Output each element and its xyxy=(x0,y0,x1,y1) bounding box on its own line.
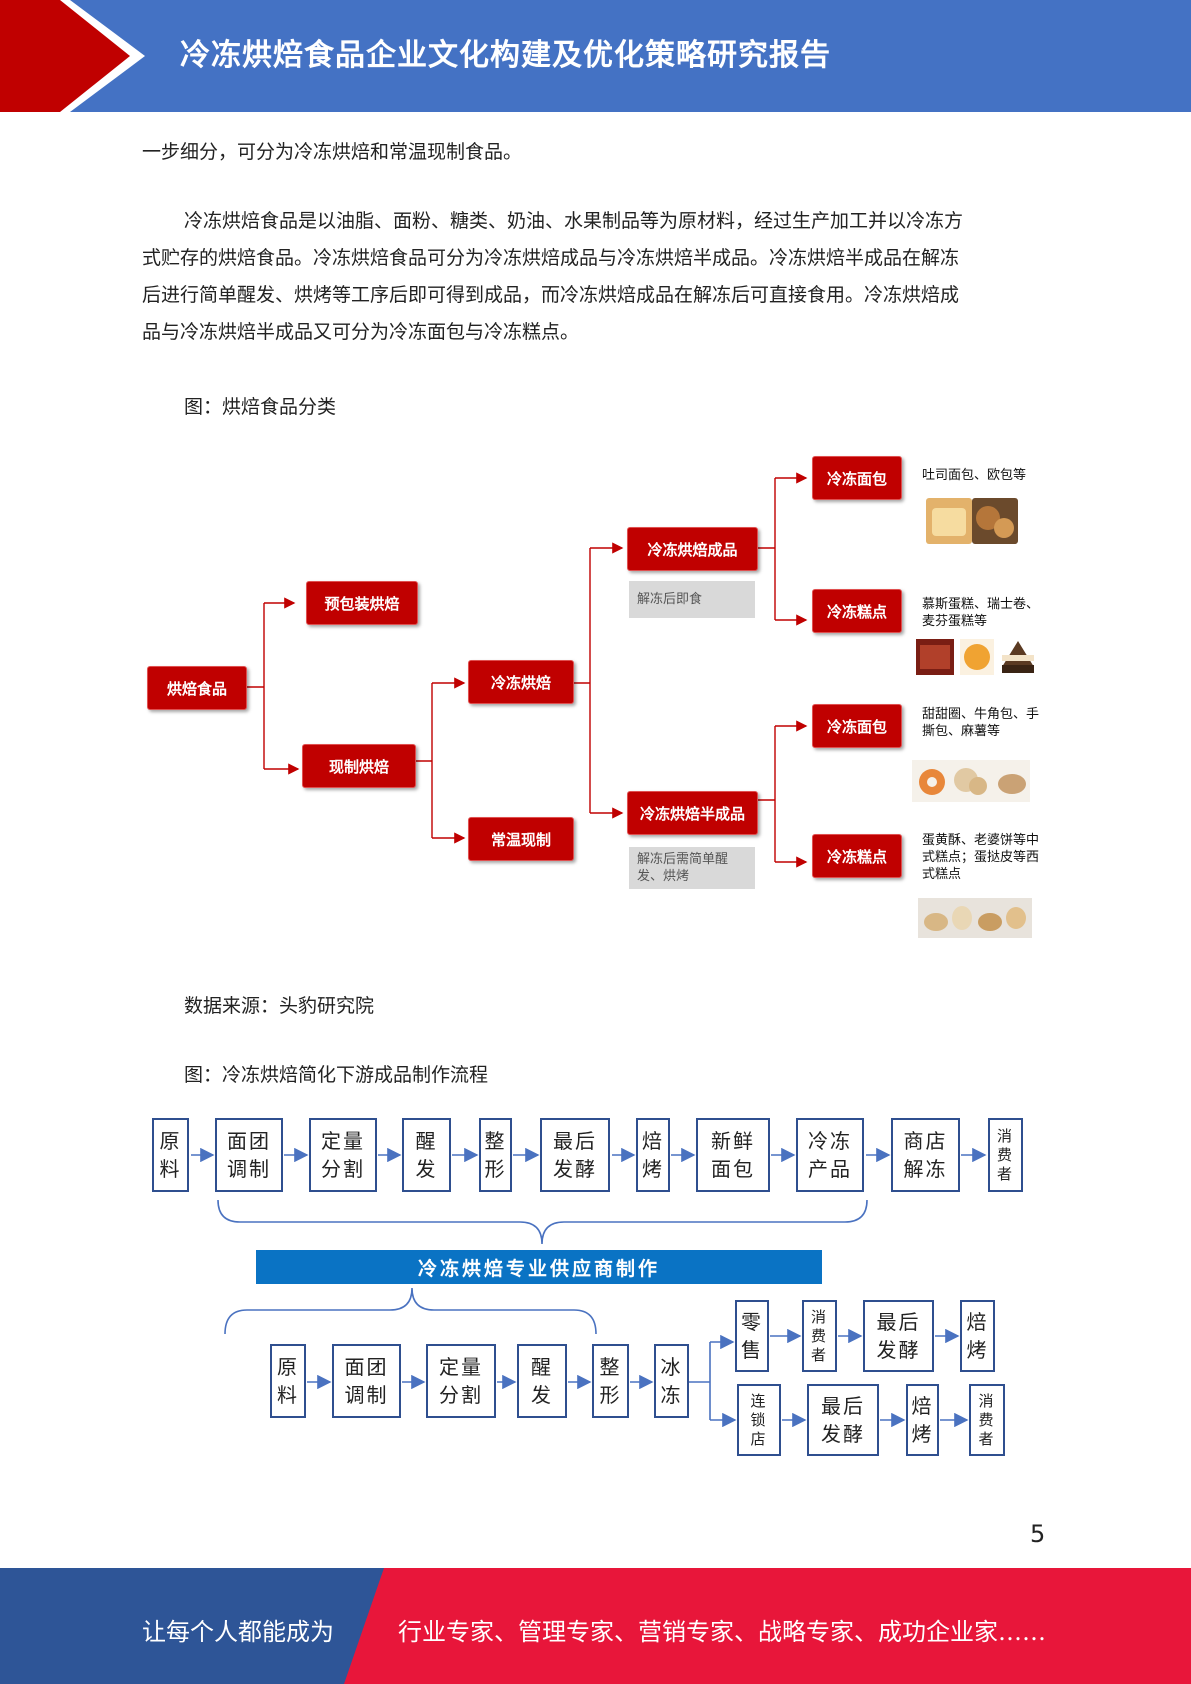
note-needs-proofing: 解冻后需简单醒发、烘烤 xyxy=(629,847,755,889)
node-frozen-semi: 冷冻烘焙半成品 xyxy=(627,791,758,835)
flow-chain-consumer: 消费者 xyxy=(969,1384,1005,1456)
figure2-caption: 图：冷冻烘焙简化下游成品制作流程 xyxy=(184,1064,489,1086)
flow-chain-baking: 焙烤 xyxy=(906,1384,939,1456)
cake-photo-icon xyxy=(916,639,1034,675)
flow2-proofing: 醒发 xyxy=(517,1344,567,1418)
flow2-raw-material: 原料 xyxy=(270,1344,306,1418)
dough-photo-icon xyxy=(918,898,1032,938)
flow-chain-final-proof: 最后 发酵 xyxy=(807,1384,879,1456)
flow1-raw-material: 原料 xyxy=(152,1118,189,1192)
header-bar xyxy=(0,0,1191,112)
bread-photo-icon xyxy=(926,498,1018,544)
paragraph-line: 品与冷冻烘焙半成品又可分为冷冻面包与冷冻糕点。 xyxy=(142,321,580,343)
flow2-portioning: 定量 分割 xyxy=(426,1344,496,1418)
paragraph-line: 式贮存的烘焙食品。冷冻烘焙食品可分为冷冻烘焙成品与冷冻烘焙半成品。冷冻烘焙半成品… xyxy=(142,247,960,269)
desc-bread-2: 甜甜圈、牛角包、手撕包、麻薯等 xyxy=(922,707,1040,739)
pastry-photo-icon xyxy=(912,760,1030,802)
note-ready-to-eat: 解冻后即食 xyxy=(629,581,755,618)
paragraph-frozen-baking: 冷冻烘焙食品是以油脂、面粉、糖类、奶油、水果制品等为原材料，经过生产加工并以冷冻… xyxy=(142,203,1047,351)
flow1-consumer: 消费者 xyxy=(988,1118,1023,1192)
node-frozen-pastry-1: 冷冻糕点 xyxy=(812,589,902,633)
figure1-caption: 图：烘焙食品分类 xyxy=(184,396,337,418)
flow1-shaping: 整形 xyxy=(479,1118,512,1192)
node-ambient-fresh: 常温现制 xyxy=(468,817,574,861)
node-frozen-bread-2: 冷冻面包 xyxy=(812,704,902,748)
page-number: 5 xyxy=(1030,1520,1046,1548)
node-baked-food: 烘焙食品 xyxy=(147,666,247,710)
header-chevron-icon xyxy=(0,0,145,112)
footer-slogan-left: 让每个人都能成为 xyxy=(142,1618,334,1646)
flow1-proofing: 醒发 xyxy=(402,1118,451,1192)
paragraph-line: 冷冻烘焙食品是以油脂、面粉、糖类、奶油、水果制品等为原材料，经过生产加工并以冷冻… xyxy=(184,210,964,232)
node-frozen-finished: 冷冻烘焙成品 xyxy=(627,527,758,571)
flow-retail-consumer: 消费者 xyxy=(802,1300,837,1372)
flow1-portioning: 定量 分割 xyxy=(309,1118,377,1192)
desc-pastry-1: 慕斯蛋糕、瑞士卷、麦芬蛋糕等 xyxy=(922,597,1040,629)
node-frozen-pastry-2: 冷冻糕点 xyxy=(812,834,902,878)
desc-pastry-2: 蛋黄酥、老婆饼等中式糕点；蛋挞皮等西式糕点 xyxy=(922,833,1040,882)
flow-retail-baking: 焙烤 xyxy=(960,1300,995,1372)
footer-bar xyxy=(0,1568,1191,1684)
flow2-shaping: 整形 xyxy=(592,1344,629,1418)
node-fresh-baking: 现制烘焙 xyxy=(302,744,416,788)
intro-line: 一步细分，可分为冷冻烘焙和常温现制食品。 xyxy=(142,141,523,163)
flow1-store-thaw: 商店 解冻 xyxy=(891,1118,960,1192)
footer-slogan-right: 行业专家、管理专家、营销专家、战略专家、成功企业家…… xyxy=(398,1618,1046,1646)
report-title: 冷冻烘焙食品企业文化构建及优化策略研究报告 xyxy=(180,38,831,73)
flow-retail: 零售 xyxy=(735,1300,769,1372)
flow-chain-store: 连锁店 xyxy=(737,1384,781,1456)
flow1-baking: 焙烤 xyxy=(636,1118,670,1192)
flow2-dough-mixing: 面团 调制 xyxy=(332,1344,401,1418)
flow1-fresh-bread: 新鲜 面包 xyxy=(696,1118,770,1192)
paragraph-line: 后进行简单醒发、烘烤等工序后即可得到成品，而冷冻烘焙成品在解冻后可直接食用。冷冻… xyxy=(142,284,960,306)
desc-bread-1: 吐司面包、欧包等 xyxy=(922,468,1027,483)
node-prepacked-baking: 预包装烘焙 xyxy=(306,581,418,625)
flow-retail-final-proof: 最后 发酵 xyxy=(863,1300,934,1372)
node-frozen-bread-1: 冷冻面包 xyxy=(812,456,902,500)
flow1-frozen-product: 冷冻 产品 xyxy=(796,1118,864,1192)
node-frozen-baking: 冷冻烘焙 xyxy=(468,660,574,704)
flow1-dough-mixing: 面团 调制 xyxy=(215,1118,283,1192)
flow2-freezing: 冰冻 xyxy=(654,1344,689,1418)
supplier-band: 冷冻烘焙专业供应商制作 xyxy=(256,1250,822,1284)
flow1-final-proof: 最后 发酵 xyxy=(540,1118,610,1192)
data-source: 数据来源：头豹研究院 xyxy=(184,995,375,1017)
